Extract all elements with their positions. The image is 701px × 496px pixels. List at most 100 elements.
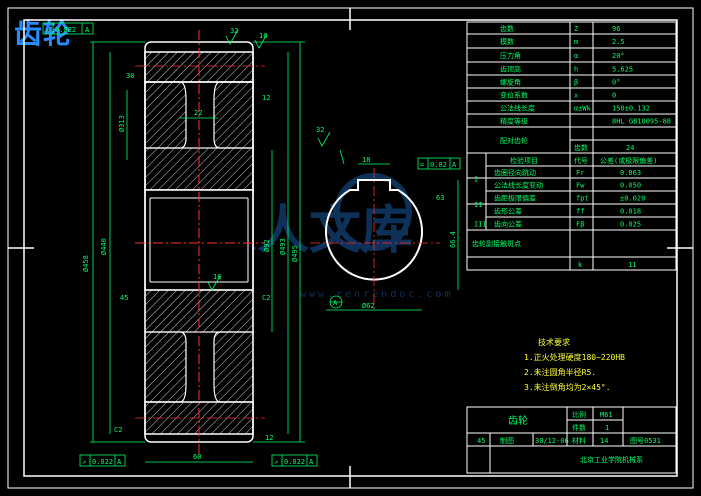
param-sym: h	[574, 66, 578, 74]
svg-text:0.02: 0.02	[430, 161, 447, 169]
parameter-table	[466, 21, 677, 271]
tolerance-bottom-right: ↗ 0.022 A	[271, 454, 318, 467]
svg-text:0.022: 0.022	[284, 458, 305, 466]
tb-scale: M61	[600, 411, 613, 419]
insp-group: I	[474, 176, 478, 184]
centring-marks	[8, 8, 693, 488]
tb-material: 45	[477, 437, 485, 445]
dim-r16a: 16	[259, 32, 267, 40]
svg-text:0.022: 0.022	[55, 26, 76, 34]
insp-name: 齿圈径向跳动	[494, 168, 536, 177]
gear-section-view	[135, 30, 265, 455]
dim-d440: Ø440	[100, 238, 108, 255]
datum-marker: A	[329, 295, 343, 309]
insp-code: Fβ	[576, 221, 584, 229]
param-sym: Z	[574, 25, 578, 33]
svg-text:A: A	[309, 458, 314, 466]
insp-code: fpt	[576, 195, 589, 203]
dim-w18: 18	[362, 156, 370, 164]
dim-d92: Ø92	[263, 239, 271, 252]
dim-w22: 22	[194, 109, 202, 117]
insp-code: Fr	[576, 169, 584, 177]
svg-text:45: 45	[120, 294, 128, 302]
title-block	[466, 406, 677, 474]
insp-val: 0.050	[620, 182, 641, 190]
param-val: 2.5	[612, 38, 625, 46]
svg-text:30: 30	[126, 72, 134, 80]
note-2: 2.未注圆角半径R5.	[524, 367, 596, 377]
tb-scale-label: 比例	[572, 410, 586, 419]
insp-header-tol: 公差(或极限偏差)	[600, 156, 657, 165]
insp-val: 0.025	[620, 221, 641, 229]
param-name: 模数	[500, 37, 514, 46]
svg-text:A: A	[333, 299, 338, 307]
tb-material-label: 材料	[572, 436, 586, 445]
svg-text:12: 12	[262, 94, 270, 102]
tolerance-bottom-left: ↗ 0.022 A	[79, 454, 126, 467]
tolerance-keyway: = 0.02 A	[417, 157, 461, 170]
param-sym: x	[574, 92, 578, 100]
param-name: 齿数	[500, 24, 514, 33]
dim-c12b: C2	[262, 294, 270, 302]
insp-group: III	[474, 221, 487, 229]
param-val: 5.625	[612, 66, 633, 74]
tb-part-name: 齿轮	[508, 414, 528, 427]
tb-qty: 1	[605, 424, 609, 432]
insp-header-item: 检验项目	[510, 156, 538, 165]
param-name: 变位系数	[500, 91, 528, 100]
dim-c12: C2	[114, 426, 122, 434]
param-sym: α	[574, 52, 578, 60]
svg-text:↗: ↗	[82, 458, 86, 466]
param-val: 0	[612, 92, 616, 100]
svg-text:↗: ↗	[45, 26, 49, 34]
insp-header-code: 代号	[574, 156, 588, 165]
contact-val: 11	[628, 261, 636, 269]
param-sym: β	[574, 79, 578, 87]
insp-val: 0.063	[620, 169, 641, 177]
param-name: 压力角	[500, 51, 521, 60]
insp-name: 齿形公差	[494, 207, 522, 216]
param-val: 150±0.132	[612, 105, 650, 113]
tb-school: 北京工业学院机械系	[580, 455, 643, 464]
dim-h664: 66.4	[449, 231, 457, 248]
svg-text:0.022: 0.022	[92, 458, 113, 466]
insp-name: 齿向公差	[494, 220, 522, 229]
dim-d493: Ø493	[279, 238, 287, 255]
technical-notes: 技术要求 1.正火处理硬度180~220HB 2.未注圆角半径R5. 3.未注倒…	[524, 337, 625, 392]
dim-r63: 63	[436, 194, 444, 202]
tolerance-top-left: ↗ 0.022 A	[42, 22, 94, 35]
notes-heading: 技术要求	[538, 337, 570, 347]
gear-dimensions	[90, 41, 305, 463]
insp-name: 齿距极限偏差	[494, 194, 536, 203]
dim-d62: Ø62	[362, 302, 375, 310]
dim-r32b: 32	[316, 126, 324, 134]
svg-text:12: 12	[265, 434, 273, 442]
bore-end-view	[310, 168, 440, 310]
svg-text:A: A	[452, 161, 457, 169]
svg-text:↗: ↗	[274, 458, 278, 466]
dim-d495: Ø495	[291, 245, 299, 262]
param-val: 20°	[612, 52, 625, 60]
svg-text:A: A	[85, 26, 90, 34]
param-name: 精度等级	[500, 117, 528, 126]
tb-drawn-label: 制图	[500, 436, 514, 445]
note-3: 3.未注倒角均为2×45°.	[524, 382, 611, 392]
insp-code: ff	[576, 208, 584, 216]
param-sym: m	[574, 38, 578, 46]
contact-label: 齿轮副接触斑点	[472, 239, 521, 248]
dim-r16b: 16	[213, 273, 221, 281]
mating-label: 配对齿轮	[500, 136, 528, 145]
dim-r32: 32	[230, 27, 238, 35]
param-val: 0°	[612, 79, 620, 87]
tb-sheet: 14	[600, 437, 608, 445]
insp-val: ±0.020	[620, 195, 645, 203]
insp-val: 0.018	[620, 208, 641, 216]
tb-qty-label: 件数	[572, 423, 586, 432]
tb-drawing-no: 图号0531	[630, 437, 661, 445]
param-sym: α±Wk	[574, 105, 592, 113]
dim-w60: 60	[193, 453, 201, 461]
insp-code: Fw	[576, 182, 585, 190]
param-val: 96	[612, 25, 620, 33]
param-name: 螺旋角	[500, 78, 521, 87]
